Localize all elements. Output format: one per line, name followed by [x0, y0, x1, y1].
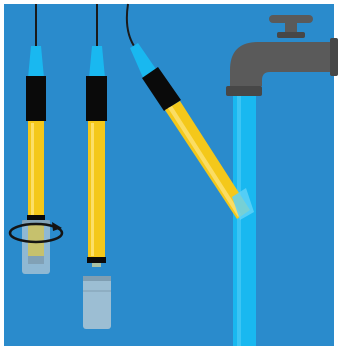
water-stream: [233, 94, 256, 346]
removed-cap: [83, 276, 111, 329]
